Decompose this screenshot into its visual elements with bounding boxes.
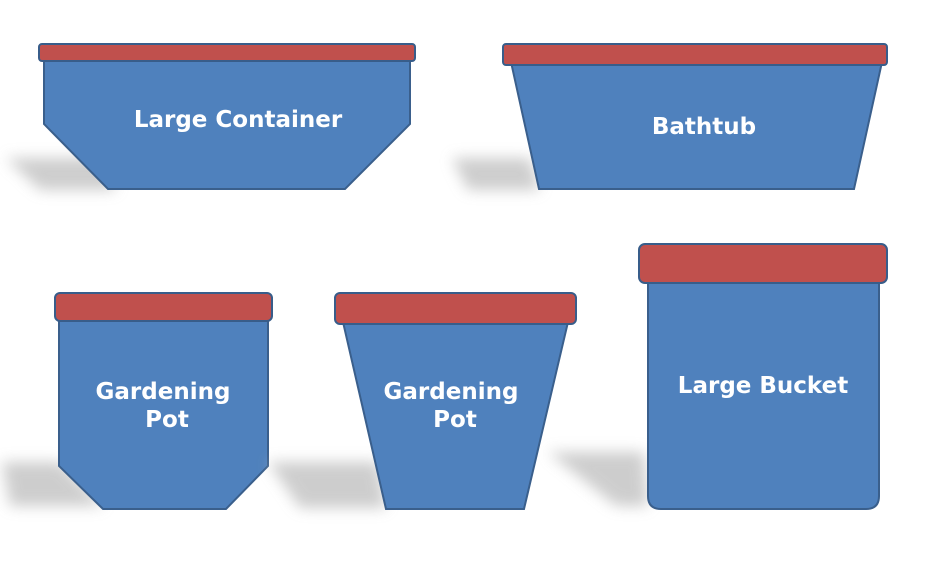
gardening-pot-straight-label: Gardening Pot [96,379,239,433]
gardening-pot-straight: Gardening Pot [2,292,273,510]
bathtub-label: Bathtub [652,114,756,140]
gardening-pot-tapered-rim [334,292,577,325]
gardening-pot-tapered-shadow [268,462,386,508]
large-container-label: Large Container [134,107,343,133]
large-bucket-label: Large Bucket [678,373,848,399]
gardening-pot-straight-rim [54,292,273,322]
large-bucket: Large Bucket [548,243,888,510]
large-bucket-body [647,277,880,510]
bathtub-shadow [452,158,540,190]
large-bucket-rim [638,243,888,284]
gardening-pot-tapered: Gardening Pot [268,292,577,510]
bathtub-rim [502,43,888,66]
large-container-rim [38,43,416,62]
large-container: Large Container [6,43,416,190]
gardening-pot-tapered-label: Gardening Pot [384,379,527,433]
bathtub: Bathtub [452,43,888,190]
large-bucket-shadow [548,452,648,506]
gardening-pot-straight-shadow [2,462,104,506]
